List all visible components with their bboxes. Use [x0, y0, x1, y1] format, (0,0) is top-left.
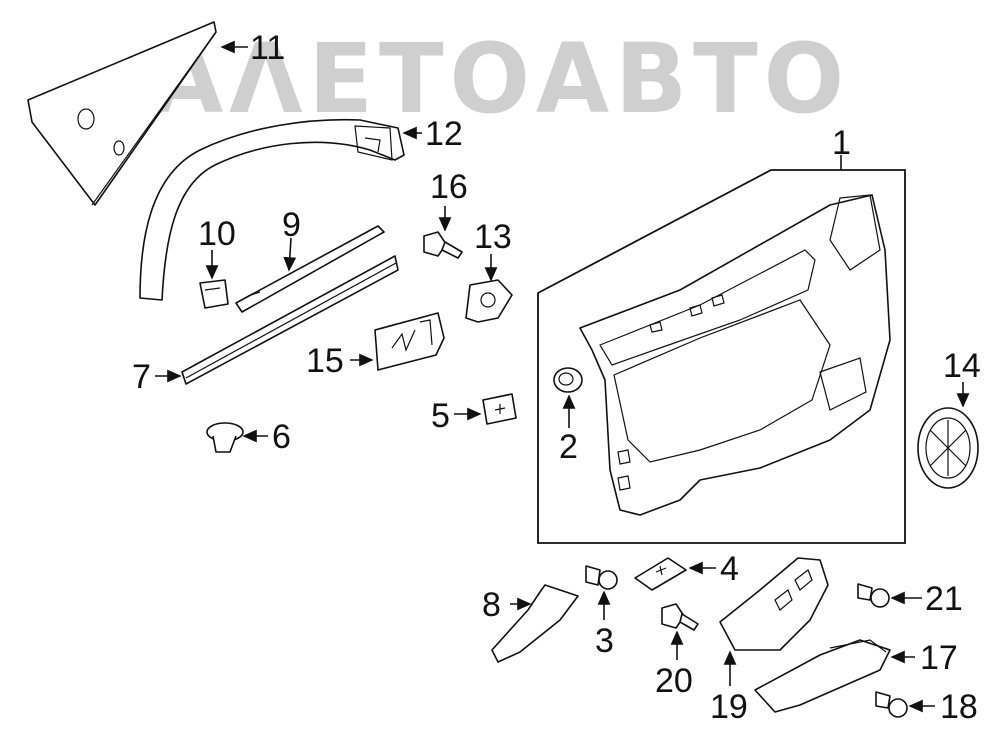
part-20-bolt: [661, 603, 699, 631]
callout-9: 9: [282, 206, 301, 244]
callout-7: 7: [132, 358, 151, 396]
part-16-bolt: [423, 231, 463, 259]
callout-15: 15: [306, 342, 344, 380]
callout-18: 18: [940, 688, 978, 726]
part-7-lower-molding: [181, 255, 399, 385]
leader-arrows: [155, 40, 970, 713]
callout-3: 3: [595, 622, 614, 660]
callout-2: 2: [559, 428, 578, 466]
callout-6: 6: [272, 418, 291, 456]
part-12-frame-molding: [139, 118, 405, 301]
callout-labels: 11 12 16 13 10 9 7 15 6 5 2 1 14 8 3 4 2…: [132, 29, 981, 726]
callout-14: 14: [943, 347, 981, 385]
callout-20: 20: [655, 662, 693, 700]
watermark-logo: ΑΛΕΤΟΑΒΤΟ: [150, 23, 850, 135]
callout-21: 21: [925, 580, 963, 618]
callout-19: 19: [710, 688, 748, 726]
part-1-door-trim-panel: [537, 169, 906, 544]
part-21-screw: [857, 583, 890, 608]
part-9-belt-molding: [235, 225, 385, 313]
part-17-armrest-cover: [754, 639, 891, 713]
part-6-push-clip: [206, 422, 244, 453]
callout-10: 10: [198, 215, 236, 253]
part-2-grommet: [553, 367, 583, 393]
part-8-lower-trim: [491, 584, 579, 663]
part-18-screw: [875, 691, 908, 718]
callout-8: 8: [482, 586, 501, 624]
part-10-clip: [199, 279, 229, 309]
callout-11: 11: [250, 29, 285, 67]
callout-1: 1: [832, 124, 851, 162]
part-14-speaker-grille: [917, 407, 979, 489]
callout-5: 5: [431, 397, 450, 435]
watermark-text: ΑΛΕΤΟΑΒΤΟ: [150, 23, 850, 135]
part-11-glass-panel: [27, 21, 217, 206]
part-13-bracket: [465, 279, 513, 323]
callout-16: 16: [430, 168, 468, 206]
part-3-screw: [585, 565, 618, 590]
part-4-pad: [634, 557, 687, 591]
callout-13: 13: [474, 218, 512, 256]
callout-4: 4: [720, 550, 739, 588]
part-15-switch-bezel: [374, 312, 445, 371]
part-19-switch-panel: [719, 557, 829, 651]
part-5-cap: [482, 393, 517, 425]
callout-17: 17: [920, 639, 958, 677]
callout-12: 12: [425, 115, 463, 153]
